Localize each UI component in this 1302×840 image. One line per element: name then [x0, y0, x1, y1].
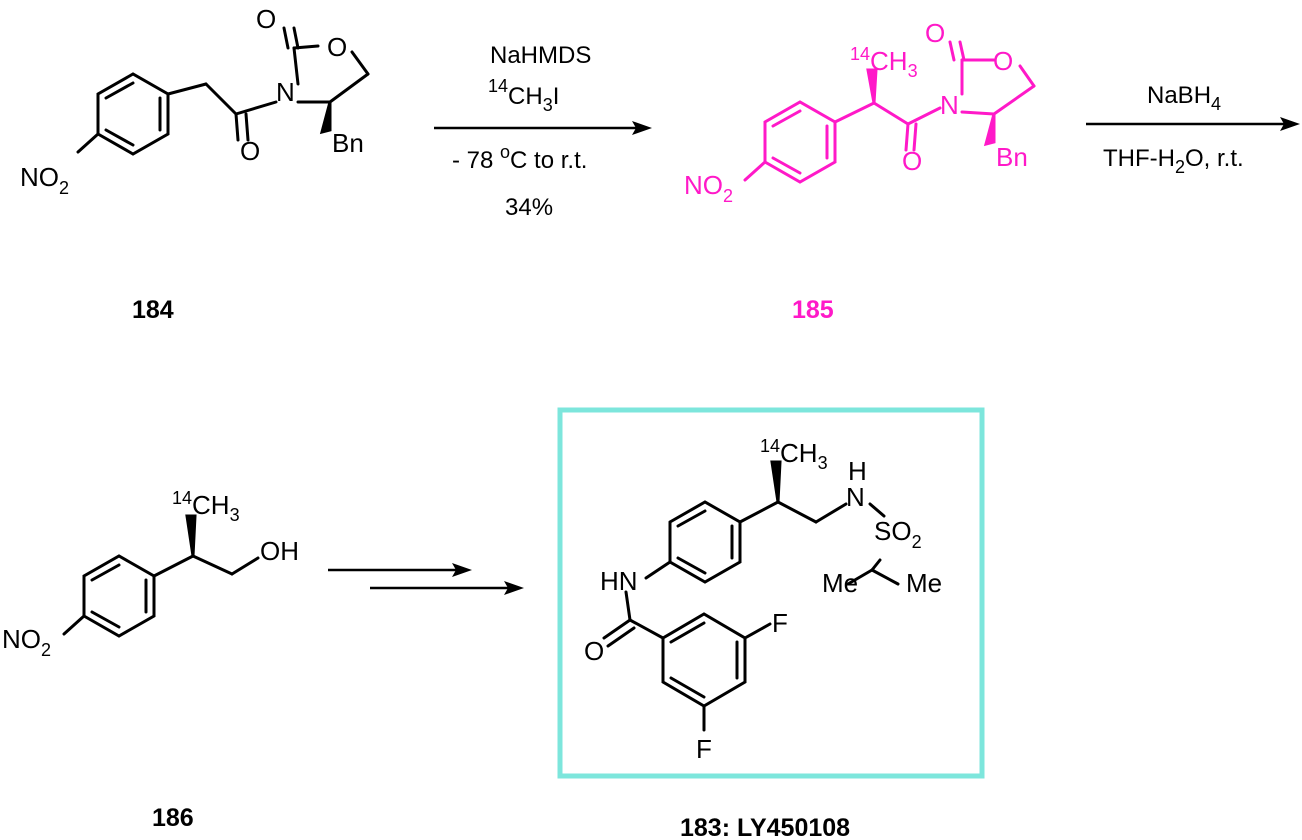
c183-methyl-label: 14CH3 — [760, 436, 828, 473]
step1-conditions: NaHMDS 14CH3I - 78 oC to r.t. 34% — [452, 42, 591, 221]
compound-184-structure — [76, 26, 370, 156]
c185-bn-label: Bn — [996, 142, 1028, 172]
c186-oh-label: OH — [260, 536, 299, 566]
c185-methyl-label: 14CH3 — [850, 44, 918, 81]
c183-nh-h-label: H — [848, 456, 867, 486]
step1-reagent-base: NaHMDS — [490, 42, 591, 69]
step1-temperature: - 78 oC to r.t. — [452, 142, 587, 174]
compound-185-id: 185 — [792, 296, 834, 324]
c184-no2-label: NO2 — [20, 162, 69, 198]
c186-no2-label: NO2 — [2, 624, 51, 660]
c183-me-left-label: Me — [822, 568, 858, 598]
compound-186-atom-labels: 14CH3 OH NO2 — [2, 488, 299, 660]
multistep-arrow — [328, 563, 524, 595]
target-highlight-box — [557, 407, 985, 779]
c186-methyl-label: 14CH3 — [172, 488, 240, 525]
c183-me-right-label: Me — [906, 568, 942, 598]
c185-n-label: N — [940, 90, 959, 120]
compound-185-structure — [743, 40, 1036, 184]
c183-hn-label: HN — [600, 566, 638, 596]
compound-186-id: 186 — [152, 804, 194, 832]
step1-reagent-methyl-iodide: 14CH3I — [488, 76, 559, 115]
c183-ring-a — [668, 500, 742, 584]
c185-amide-o-label: O — [902, 146, 922, 176]
c184-bn-label: Bn — [332, 128, 364, 158]
c183-nh-n-label: N — [846, 482, 865, 512]
compound-186-structure — [62, 514, 260, 638]
c184-ring — [96, 72, 170, 156]
c184-n-label: N — [276, 77, 295, 107]
step1-yield: 34% — [505, 194, 553, 221]
c185-no2-label: NO2 — [684, 170, 733, 206]
compound-185-atom-labels: 14CH3 O O N O Bn NO2 — [684, 18, 1028, 206]
step2-reagent: NaBH4 — [1147, 82, 1221, 114]
c184-ring-o-label: O — [327, 32, 347, 62]
compound-184-atom-labels: O O N O Bn NO2 — [20, 4, 364, 198]
c183-f-upper-label: F — [772, 608, 788, 638]
c183-f-lower-label: F — [696, 734, 712, 764]
c183-ring-b — [661, 612, 747, 708]
c184-carbonyl-o-label: O — [256, 4, 276, 34]
step2-solvent: THF-H2O, r.t. — [1103, 145, 1244, 177]
c184-amide-o-label: O — [240, 136, 260, 166]
compound-184-id: 184 — [132, 296, 174, 324]
c183-so2-label: SO2 — [874, 516, 922, 552]
compound-183-id: 183: LY450108 — [680, 814, 850, 840]
step2-conditions: NaBH4 THF-H2O, r.t. — [1103, 82, 1244, 177]
c185-ring-o-label: O — [993, 46, 1013, 76]
c186-ring — [82, 554, 156, 638]
step1-arrow — [434, 121, 652, 135]
compound-183-structure — [602, 460, 900, 732]
compound-183-atom-labels: 14CH3 H N SO2 Me Me HN O F F — [584, 436, 942, 764]
c185-ring — [763, 100, 837, 184]
c183-carbonyl-o-label: O — [584, 636, 604, 666]
step2-arrow — [1086, 117, 1300, 131]
c185-carbonyl-o-label: O — [925, 18, 945, 48]
